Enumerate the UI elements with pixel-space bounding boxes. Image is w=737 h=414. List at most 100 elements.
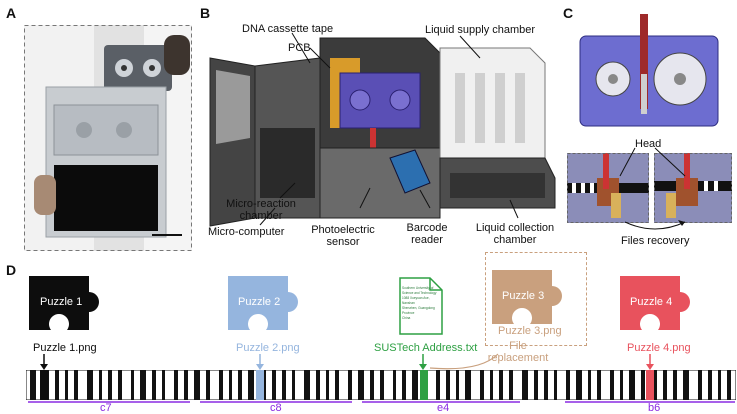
segment-label-c7: c7: [100, 402, 112, 414]
panel-c-detail-right: [654, 153, 732, 223]
puzzle-1-piece: [29, 270, 119, 336]
tape-bar: [238, 370, 242, 400]
tape-bar: [99, 370, 102, 400]
tape-bar: [456, 370, 459, 400]
tape-bar: [152, 370, 156, 400]
puzzle-4-title: Puzzle 4: [630, 296, 673, 308]
tape-bar: [610, 370, 614, 400]
tape-bar: [206, 370, 210, 400]
tape-bar: [597, 370, 601, 400]
device-photo: [24, 25, 192, 251]
tape-bar: [335, 370, 339, 400]
label-dna-cassette-tape: DNA cassette tape: [242, 23, 334, 35]
tape-bar: [480, 370, 484, 400]
panel-c-cassette-render: [578, 14, 720, 134]
puzzle-2-filename: Puzzle 2.png: [236, 342, 300, 354]
tape-bar: [522, 370, 528, 400]
puzzle-4-filename: Puzzle 4.png: [627, 342, 691, 354]
tape-bar: [174, 370, 178, 400]
tape-bar: [184, 370, 188, 400]
cassette-render: [579, 14, 719, 127]
tape-bar: [229, 370, 232, 400]
text-document-icon: [398, 276, 444, 336]
tape-bar: [65, 370, 68, 400]
label-barcode-reader: Barcode reader: [406, 222, 448, 246]
tape-bar: [74, 370, 78, 400]
tape-bar: [436, 370, 440, 400]
label-head: Head: [635, 138, 662, 150]
tape-bar: [465, 370, 471, 400]
segment-label-c8: c8: [270, 402, 282, 414]
file-arrows: [40, 353, 654, 370]
tape-bar: [380, 370, 384, 400]
tape-bar: [358, 370, 364, 400]
tape-bar: [140, 370, 146, 400]
document-text-lines: Southern University of Science and Techn…: [402, 286, 437, 320]
label-liquid-collection-chamber: Liquid collection chamber: [475, 222, 555, 246]
tape-bar: [282, 370, 286, 400]
tape-bar: [348, 370, 352, 400]
tape-bar: [683, 370, 689, 400]
label-files-recovery: Files recovery: [621, 235, 690, 247]
document-shape: [399, 277, 443, 335]
tape-bar: [663, 370, 667, 400]
barcode-tape-graphic: [26, 370, 736, 400]
puzzle-2-title: Puzzle 2: [238, 296, 281, 308]
tape-bar: [412, 370, 418, 400]
device-render: [209, 32, 556, 227]
tape-marker-puzzle-2: [256, 370, 264, 400]
tape-bar: [588, 370, 591, 400]
tape-bar: [131, 370, 134, 400]
head-leader-lines: [619, 147, 686, 230]
tape-bar: [30, 370, 36, 400]
head-detail-left: [567, 153, 649, 223]
head-detail-right: [654, 153, 732, 223]
tape-bar: [292, 370, 295, 400]
tape-bar: [544, 370, 548, 400]
tape-bar: [87, 370, 93, 400]
panel-a-photo: [24, 25, 192, 251]
panel-c-detail-left: [567, 153, 649, 223]
tape-bar: [509, 370, 513, 400]
tape-bar: [554, 370, 557, 400]
tape-bar: [446, 370, 450, 400]
segment-label-e4: e4: [437, 402, 450, 414]
tape-bar: [718, 370, 721, 400]
document-filename: SUSTech Address.txt: [374, 342, 478, 354]
tape-bar: [248, 370, 254, 400]
tape-marker-puzzle-4: [646, 370, 654, 400]
tape-bar: [326, 370, 329, 400]
tape-bar: [402, 370, 406, 400]
panel-d-letter: D: [6, 262, 17, 278]
tape-bar: [490, 370, 493, 400]
label-file-replacement: File replacement: [487, 340, 549, 364]
segment-brackets: [28, 401, 735, 403]
panel-b-letter: B: [200, 5, 211, 21]
puzzle-1-shape: [29, 276, 99, 330]
tape-bar: [304, 370, 310, 400]
tape-bar: [393, 370, 396, 400]
label-micro-computer: Micro-computer: [208, 226, 285, 238]
puzzle-4-shape: [620, 276, 690, 330]
label-pcb: PCB: [288, 42, 311, 54]
puzzle-3-title: Puzzle 3: [502, 290, 545, 302]
tape-bar: [534, 370, 538, 400]
tape-bar: [108, 370, 112, 400]
tape-bar: [673, 370, 677, 400]
tape-bar: [629, 370, 635, 400]
panel-b-render: [200, 18, 560, 253]
tape-bar: [576, 370, 582, 400]
puzzle-2-piece: [228, 270, 318, 336]
tape-bar: [263, 370, 266, 400]
tape-bar: [654, 370, 657, 400]
label-photoelectric-sensor: Photoelectric sensor: [311, 224, 375, 248]
puzzle-3-filename: Puzzle 3.png: [498, 325, 562, 337]
puzzle-2-shape: [228, 276, 298, 330]
puzzle-3-piece: [492, 264, 582, 330]
puzzle-4-piece: [620, 270, 710, 336]
tape-bar: [698, 370, 702, 400]
puzzle-1-filename: Puzzle 1.png: [33, 342, 97, 354]
tape-bar: [641, 370, 645, 400]
label-micro-reaction-chamber: Micro-reaction chamber: [226, 198, 296, 222]
